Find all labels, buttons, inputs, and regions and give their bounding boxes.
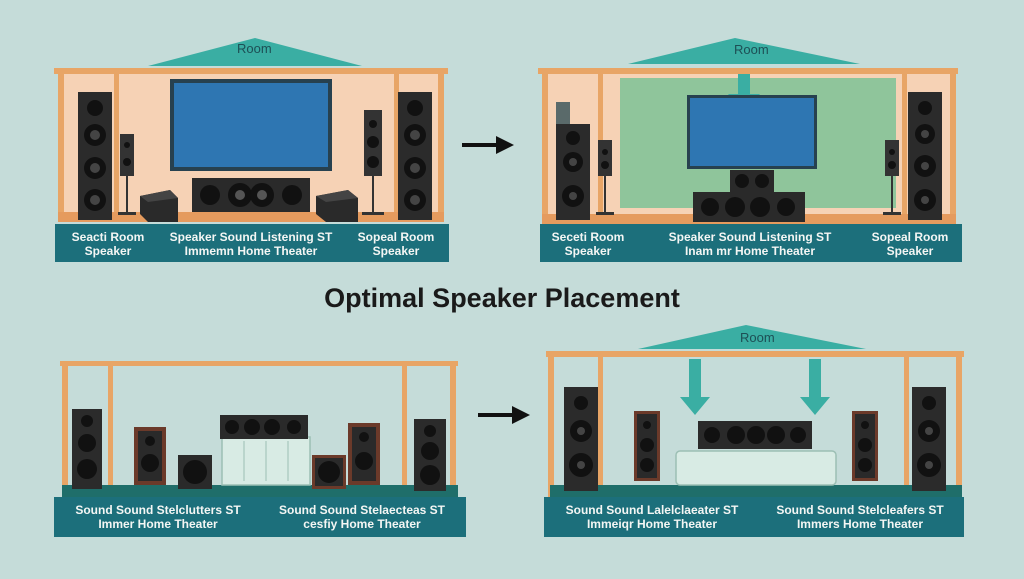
speaker-wood-left: [134, 427, 166, 485]
roof: [148, 38, 362, 66]
caption-right: Sopeal Room Speaker: [357, 230, 435, 258]
caption-left: Seceti Room Speaker: [551, 230, 625, 258]
tv-console: [675, 450, 837, 486]
panel-top-left: Room Seacti Room Speaker Speaker Sound L…: [0, 0, 470, 270]
caption-right: Sound Sound Stelaecteas ST cesfiy Home T…: [278, 503, 446, 531]
caption-left: Sound Sound Lalelclaeater ST Immeiqr Hom…: [565, 503, 739, 531]
speaker-tower-right: [414, 419, 446, 491]
room-illustration-top-right: [538, 38, 958, 224]
subwoofer-left: [178, 455, 212, 489]
tv-screen: [687, 95, 817, 169]
arrow-right-icon: [462, 136, 514, 154]
caption-bar: [544, 497, 964, 537]
roof-label: Room: [740, 330, 775, 345]
speaker-wood-right: [348, 423, 380, 485]
speaker-tower-right: [908, 92, 942, 220]
room-illustration-bottom-left: [60, 361, 458, 497]
center-channel: [698, 421, 812, 449]
room-illustration-bottom-right: [546, 325, 964, 497]
speaker-tower-left: [564, 387, 598, 491]
panel-top-right: Room Seceti Room Speaker Speaker Sound L…: [530, 0, 970, 270]
caption-bar: [55, 224, 449, 262]
arrow-right-icon: [478, 406, 530, 424]
tv-console: [221, 436, 311, 486]
speaker-stand-left: [596, 140, 614, 215]
subwoofer-right: [316, 190, 358, 222]
speaker-tower-left: [72, 409, 102, 489]
subwoofer-left: [140, 190, 178, 222]
caption-center: Speaker Sound Listening ST Immemn Home T…: [169, 230, 333, 258]
center-channel: [693, 170, 805, 222]
caption-left: Seacti Room Speaker: [71, 230, 145, 258]
center-channel: [192, 178, 310, 212]
speaker-stand-left: [118, 134, 136, 215]
speaker-tower-right: [912, 387, 946, 491]
speaker-tower-right: [398, 92, 432, 220]
tv-screen: [170, 79, 332, 171]
roof: [628, 38, 860, 64]
caption-bar: [540, 224, 962, 262]
arrow-down-icon: [800, 359, 830, 415]
speaker-tower-left: [78, 92, 112, 220]
panel-bottom-left: Sound Sound Stelclutters ST Immer Home T…: [0, 345, 470, 545]
caption-right: Sound Sound Stelcleafers ST Immers Home …: [776, 503, 944, 531]
speaker-wood-left: [634, 411, 660, 481]
roof-label: Room: [237, 41, 272, 56]
panel-bottom-right: Room Sound Sound Lalelclaeater ST Immeiq…: [540, 315, 970, 545]
arrow-down-icon: [680, 359, 710, 415]
room-illustration-top-left: [54, 38, 448, 222]
caption-right: Sopeal Room Speaker: [871, 230, 949, 258]
caption-left: Sound Sound Stelclutters ST Immer Home T…: [75, 503, 241, 531]
roof: [638, 325, 866, 349]
speaker-stand-right: [883, 140, 901, 215]
center-channel: [220, 415, 308, 439]
caption-bar: [54, 497, 466, 537]
speaker-stand-right: [362, 110, 384, 215]
subwoofer-right: [312, 455, 346, 489]
caption-center: Speaker Sound Listening ST Inam mr Home …: [668, 230, 832, 258]
page-title: Optimal Speaker Placement: [324, 283, 680, 313]
speaker-tower-left: [556, 124, 590, 220]
roof-label: Room: [734, 42, 769, 57]
speaker-wood-right: [852, 411, 878, 481]
